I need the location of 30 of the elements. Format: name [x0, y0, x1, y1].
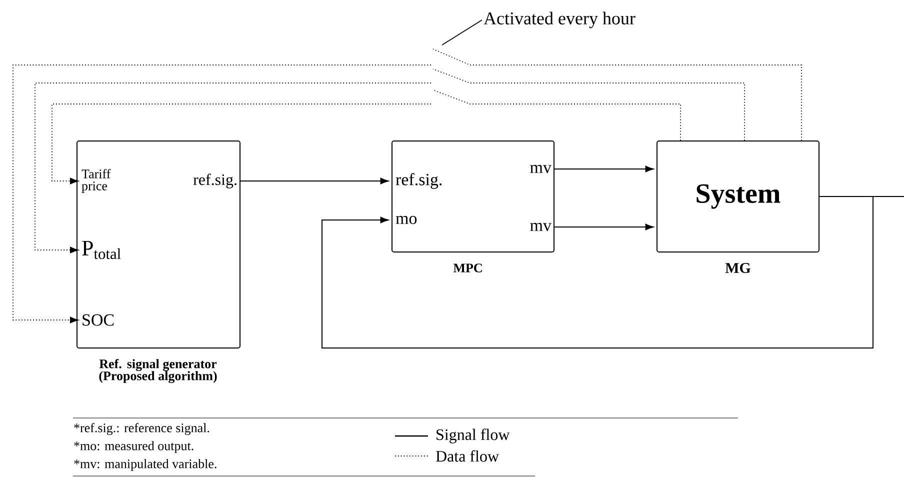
port-label: P$_{total}$: [82, 240, 121, 260]
note-text: *mo: measured output.: [74, 441, 194, 453]
data-flow-arrow: [52, 104, 432, 184]
port-label: Tariff price: [82, 169, 111, 193]
port-label: mo: [396, 216, 417, 224]
data-flow-line: [432, 48, 802, 141]
data-flow-arrow: [12, 64, 432, 324]
block-box: System: [656, 140, 820, 252]
note-text: Activated every hour: [484, 12, 636, 28]
port-label: ref.sig.: [396, 173, 442, 189]
legend-text: Signal flow: [436, 428, 510, 444]
port-label: SOC: [82, 314, 114, 326]
port-label: mv: [530, 164, 552, 174]
signal-arrow: [554, 224, 654, 230]
leader-line: [442, 20, 482, 46]
signal-line: [819, 196, 904, 197]
port-label: ref.sig.: [193, 174, 236, 188]
data-flow-line: [432, 90, 681, 141]
data-flow-line: [432, 68, 745, 141]
note-text: *ref.sig.: reference signal.: [74, 423, 210, 435]
note-text: *mv: manipulated variable.: [74, 459, 216, 471]
legend-text: Data flow: [436, 450, 499, 462]
signal-arrow: [554, 166, 654, 172]
data-flow-arrow: [34, 82, 432, 254]
block-caption: Ref. signal generator (Proposed algorithm): [99, 359, 217, 384]
port-label: mv: [530, 222, 552, 232]
block-caption: MPC: [453, 264, 482, 272]
signal-arrow: [240, 178, 389, 184]
block-caption: MG: [725, 262, 750, 274]
signal-arrow: [322, 196, 874, 348]
